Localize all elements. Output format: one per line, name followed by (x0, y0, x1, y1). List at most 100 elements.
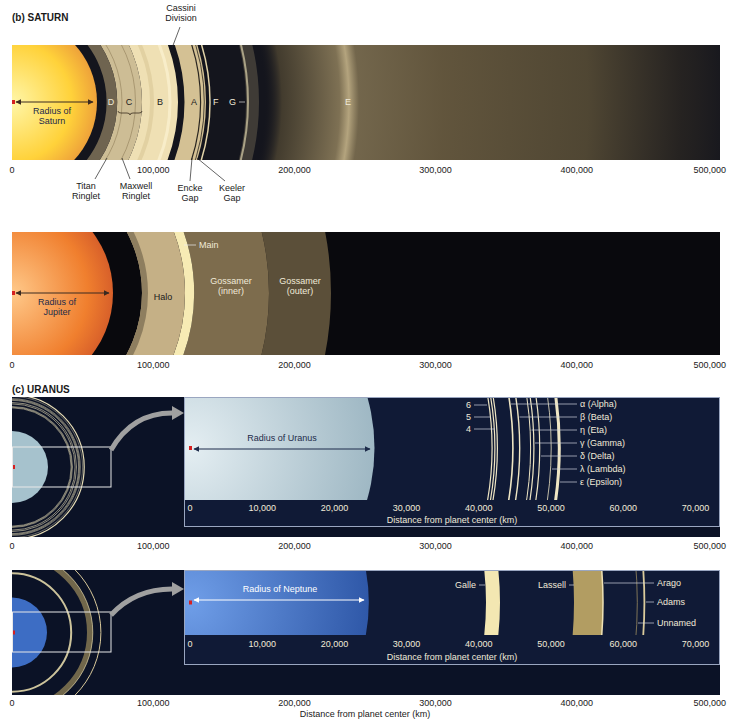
panel-heading: (c) URANUS (12, 384, 70, 396)
ring-label: Arago (657, 578, 681, 588)
axis-tick-label: 70,000 (682, 503, 710, 513)
ring-line (12, 570, 101, 695)
ring-line (12, 403, 77, 532)
galle-ring (185, 571, 493, 635)
ring-label: ε (Epsilon) (580, 477, 622, 487)
axis-tick-label: 20,000 (321, 503, 349, 513)
axis-tick-label: 100,000 (137, 698, 170, 708)
leader-line (184, 245, 196, 246)
planet-disk (12, 598, 47, 668)
inset-picture (185, 571, 644, 635)
zoom-arrow (111, 413, 172, 450)
ring-label: Gossamer (inner) (208, 276, 254, 297)
axis-tick-label: 40,000 (465, 639, 493, 649)
a-ring (12, 45, 195, 160)
axis-tick-label: 20,000 (321, 639, 349, 649)
axis-tick-label: 0 (9, 698, 14, 708)
zoom-arrow-head (172, 582, 184, 596)
ring-line (12, 397, 84, 537)
outer-gossamer-ring (12, 232, 300, 355)
ringlet-line (12, 45, 136, 160)
axis-tick-label: 300,000 (419, 165, 452, 175)
ring-label: Unnamed (657, 618, 696, 628)
ring-line (12, 407, 72, 527)
ringlet-line (12, 45, 122, 160)
ring-label: C (126, 97, 133, 107)
planet-disk (185, 571, 369, 635)
ring-line (185, 398, 520, 500)
radius-arrow (194, 600, 364, 601)
ring-panel (12, 232, 720, 355)
leader-line (541, 456, 577, 457)
ring-label: Main (199, 240, 219, 250)
leader-line (239, 102, 245, 103)
halo-fade (12, 232, 145, 355)
axis-tick-label: 0 (9, 541, 14, 551)
gap-label: Keeler Gap (215, 183, 249, 204)
leader-line (479, 585, 485, 586)
ring-line (12, 408, 71, 526)
axis-tick-label: 400,000 (561, 541, 594, 551)
axis-tick-label: 400,000 (561, 165, 594, 175)
ring-label: γ (Gamma) (580, 438, 625, 448)
axis-tick-label: 500,000 (693, 698, 726, 708)
ring-band (12, 570, 90, 695)
leader-line (638, 623, 654, 624)
ring-label: Galle (455, 580, 476, 590)
ring-label: B (157, 97, 163, 107)
axis-title: Distance from planet center (km) (387, 652, 518, 662)
leader-line (535, 443, 577, 444)
leader-line (474, 405, 487, 406)
g-ring (12, 45, 253, 160)
axis-tick-label: 30,000 (393, 503, 421, 513)
ring-label: α (Alpha) (580, 399, 617, 409)
ring-line (185, 398, 497, 500)
axis-tick-label: 0 (9, 165, 14, 175)
leader-line (197, 158, 225, 181)
axis-tick-label: 60,000 (609, 503, 637, 513)
ring-label: η (Eta) (580, 425, 607, 435)
radius-label: Radius of Neptune (243, 584, 318, 594)
zoom-box (13, 612, 112, 652)
ring-label: D (108, 97, 115, 107)
zoom-box (13, 447, 112, 487)
axis-tick-label: 300,000 (419, 698, 452, 708)
leader-line (122, 158, 130, 179)
ring-line (185, 398, 531, 500)
leader-line (604, 583, 654, 584)
leader-line (511, 404, 577, 405)
axis-tick-label: 10,000 (248, 639, 276, 649)
arago-ring (185, 571, 603, 635)
ring-label: Gossamer (outer) (277, 276, 323, 297)
axis-tick-label: 400,000 (561, 698, 594, 708)
leader-line (560, 482, 577, 483)
axis-tick-label: 60,000 (609, 639, 637, 649)
ring-line (185, 398, 559, 500)
axis-tick-label: 300,000 (419, 541, 452, 551)
axis-tick-label: 100,000 (137, 165, 170, 175)
axis-tick-label: 300,000 (419, 360, 452, 370)
gap-label: Encke Gap (174, 183, 206, 204)
ring-label: Adams (657, 597, 685, 607)
ring-line (12, 399, 80, 536)
ring-line (185, 398, 534, 500)
ring-line (12, 573, 71, 691)
bracket (118, 111, 142, 115)
axis-tick-label: 10,000 (248, 503, 276, 513)
center-dot (12, 100, 15, 104)
center-dot (189, 601, 192, 605)
axis-tick-label: 40,000 (465, 503, 493, 513)
b-ring-band (12, 45, 152, 160)
lassell-ring (185, 571, 589, 635)
d-ring (12, 45, 112, 160)
ring-line (185, 398, 492, 500)
g-ring (12, 45, 248, 160)
planet-disk (185, 398, 375, 500)
axis-tick-label: 100,000 (137, 541, 170, 551)
gap-line (12, 45, 201, 160)
axis-tick-label: 50,000 (537, 639, 565, 649)
ring-label: 5 (466, 412, 471, 422)
ringlet-label: Maxwell Ringlet (116, 181, 156, 202)
